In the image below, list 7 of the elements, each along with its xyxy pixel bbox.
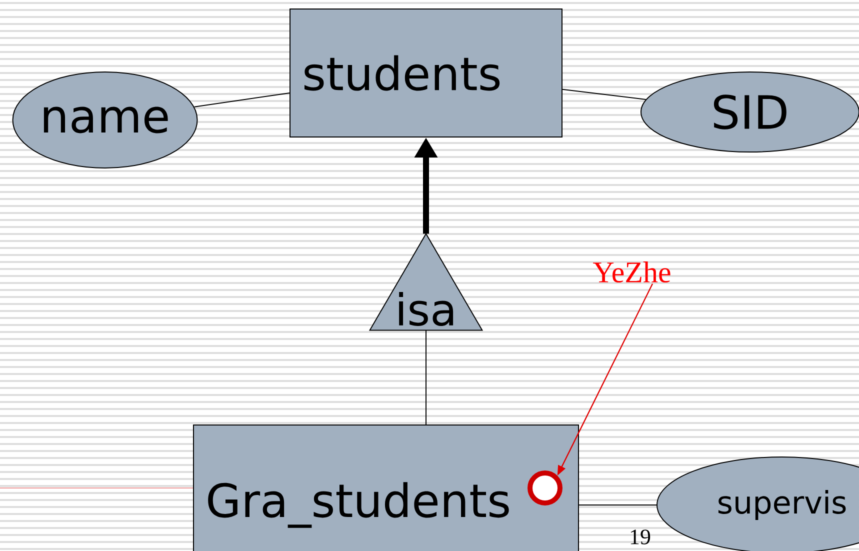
marker-circle [528, 470, 562, 506]
entity-box: Gra_students [193, 424, 579, 551]
connector-line [194, 92, 290, 108]
annotation-text: YeZhe [593, 261, 670, 283]
entity-box: students [290, 8, 562, 138]
connector-line [562, 88, 646, 100]
connector-line [578, 504, 657, 506]
